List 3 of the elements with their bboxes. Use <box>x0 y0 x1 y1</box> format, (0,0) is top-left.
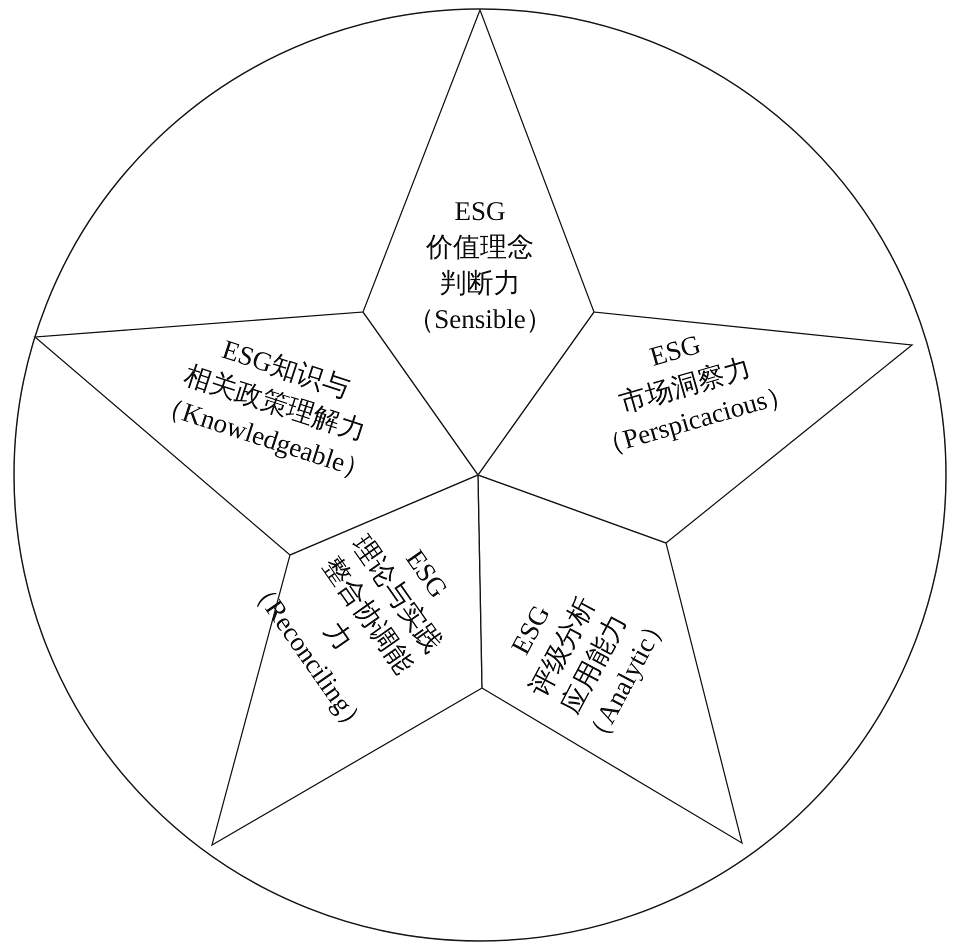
segment-label: ESG <box>454 195 506 228</box>
segment-label: （Sensible） <box>407 303 553 336</box>
segment-label: 价值理念判断力 <box>425 231 535 300</box>
